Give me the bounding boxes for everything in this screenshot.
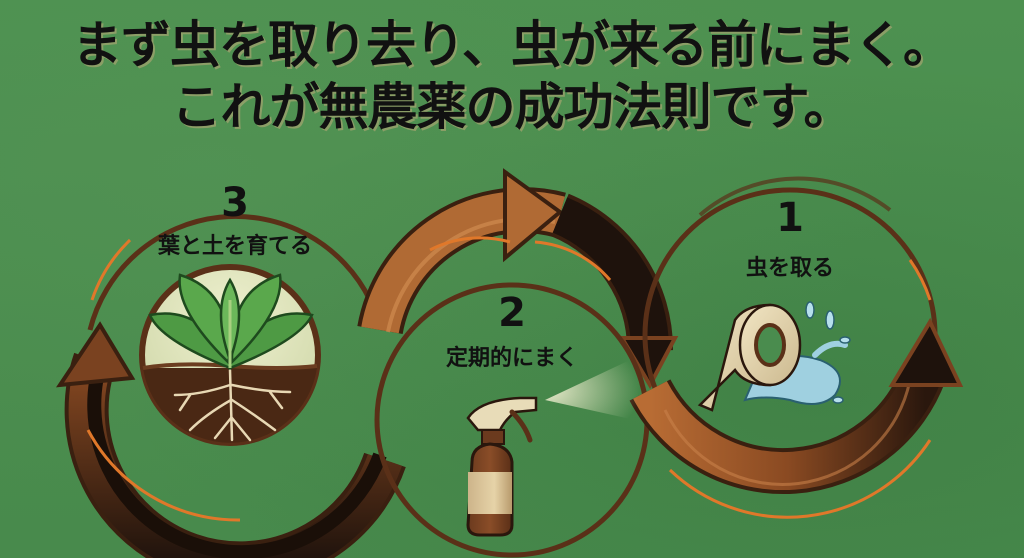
step-3-ring <box>87 213 373 331</box>
headline: まず虫を取り去り、虫が来る前にまく。 これが無農薬の成功法則です。 <box>0 14 1024 138</box>
headline-line-1: まず虫を取り去り、虫が来る前にまく。 <box>72 16 953 74</box>
arrow-top-right <box>357 168 679 390</box>
step-2-label: 定期的にまく <box>445 346 578 371</box>
headline-line-2: これが無農薬の成功法則です。 <box>171 78 854 136</box>
spray-bottle-icon <box>466 360 640 537</box>
step-3-label: 葉と土を育てる <box>157 234 312 259</box>
arrow-right-up <box>629 317 964 519</box>
step-1-label: 虫を取る <box>745 256 834 281</box>
plant-with-roots-in-soil-icon <box>139 264 321 446</box>
tape-roll-with-water-splash-icon <box>697 301 851 412</box>
step-3-number: 3 <box>221 180 249 226</box>
step-2-number: 2 <box>498 290 526 336</box>
step-1-number: 1 <box>776 195 804 241</box>
arrow-left-up <box>55 321 406 558</box>
